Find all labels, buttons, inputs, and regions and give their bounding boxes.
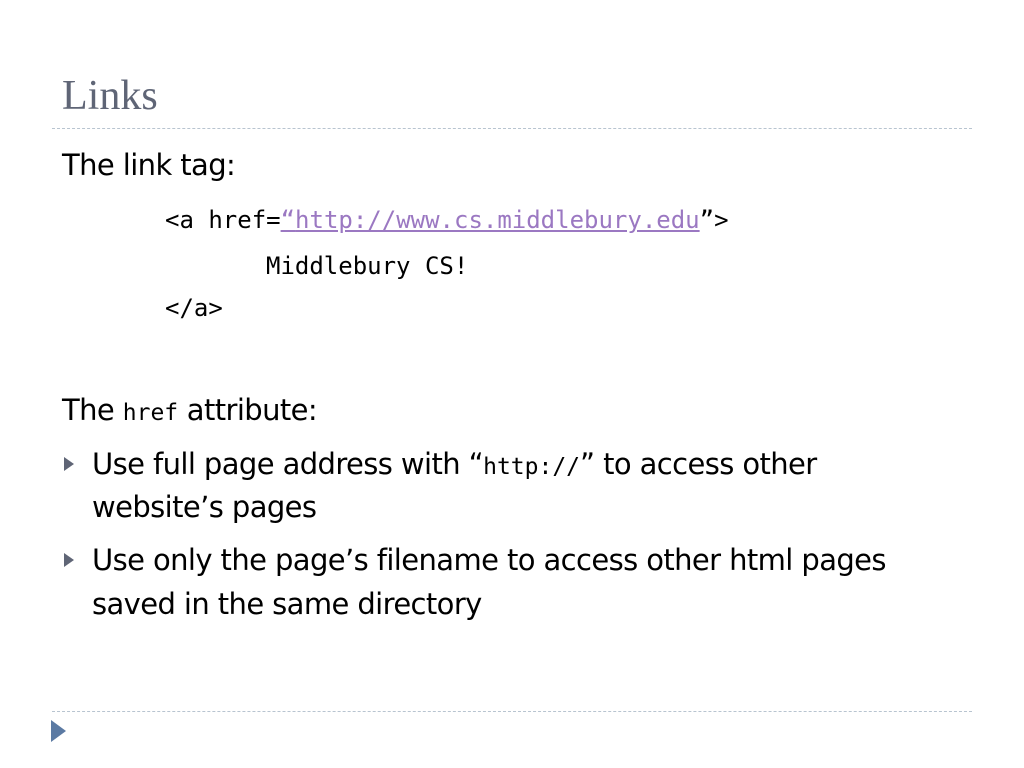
bullet-arrow-icon	[64, 553, 74, 567]
bullet-2-line-1: Use only the page’s filename to access o…	[92, 543, 887, 577]
bullet-1-line-2: website’s pages	[92, 490, 317, 524]
bullet-arrow-icon	[64, 457, 74, 471]
next-slide-arrow-icon[interactable]	[51, 720, 66, 742]
bullet-1-text-after: ” to access other	[580, 447, 817, 481]
code-open-tag: <a href=“http://www.cs.middlebury.edu”>	[165, 205, 729, 235]
bullet-1-line-1: Use full page address with “http://” to …	[92, 446, 817, 485]
code-close-tag: </a>	[165, 294, 223, 322]
code-inner-text: Middlebury CS!	[266, 252, 469, 280]
bullet-2-line-2: saved in the same directory	[92, 587, 482, 621]
code-open-prefix: <a href=	[165, 206, 281, 234]
href-heading: The href attribute:	[62, 392, 318, 431]
code-url: http://www.cs.middlebury.edu	[295, 206, 700, 234]
href-heading-suffix: attribute:	[186, 393, 318, 427]
code-open-suffix: ”>	[699, 206, 729, 234]
href-heading-prefix: The	[62, 393, 115, 427]
link-tag-heading: The link tag:	[62, 148, 236, 182]
code-url-open-quote: “	[280, 206, 296, 234]
bullet-1-text-before: Use full page address with “	[92, 447, 484, 481]
bullet-1-code: http://	[483, 454, 581, 480]
title-divider	[52, 128, 972, 129]
href-code-word: href	[122, 400, 179, 426]
footer-divider	[52, 711, 972, 712]
slide-title: Links	[62, 73, 158, 119]
code-url-link[interactable]: “http://www.cs.middlebury.edu	[281, 206, 700, 234]
